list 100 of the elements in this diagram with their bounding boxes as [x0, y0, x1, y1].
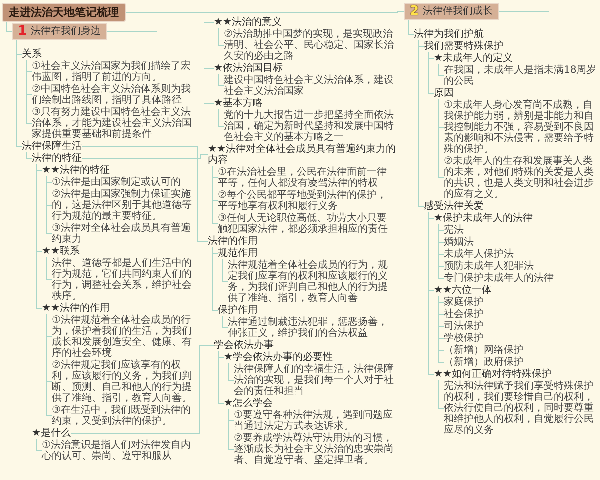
note-text: ②每个公民都平等地受到法律的保护，平等地享有权利和履行义务 — [218, 190, 396, 212]
note-text: ③任何人无论职位高低、功劳大小只要触犯国家法律，都必须承担相应的责任 — [218, 213, 396, 235]
topic-label: ★未成年人的定义 — [434, 53, 513, 64]
note-text: 学校保护 — [444, 333, 484, 344]
topic-label: 法律保障生活 — [22, 141, 82, 152]
note-text: ③只有努力建设中国特色社会主义法治体系，才能为建设社会主义法治国家提供重要基础和前提条件 — [32, 107, 196, 140]
note-text: ①在法治社会里，公民在法律面前一律平等，任何人都没有凌驾法律的特权 — [218, 167, 396, 189]
connector-line — [438, 380, 444, 409]
connector-line — [438, 98, 444, 178]
topic-label: ★是什么 — [32, 428, 71, 439]
topic-label: 法律在我们身边 — [31, 26, 102, 37]
connector-line — [82, 146, 208, 242]
connector-line — [438, 64, 444, 76]
note-text: 未成年人保护法 — [444, 249, 514, 260]
note-text: ②未成年人的生存和发展事关人类的未来，对他们特殊的关爱是人类的共识，也是人类文明和社会进步的应有之义。 — [444, 156, 598, 200]
topic-label: ★★联系 — [42, 246, 80, 257]
connector-line — [126, 11, 404, 13]
note-text: ③法律对全体社会成员具有普遍约束力 — [52, 223, 196, 245]
note-text: ②法律规定我们应该享有的权利，应该履行的义务，为我们判断、预测、自己和他人的行为提供了准绳、指引，教育人向善。 — [52, 360, 196, 404]
note-text: 婚姻法 — [444, 237, 474, 248]
note-text: ①法律规范着全体社会成员的行为，保护着我们的生活，为我们成长和发展创造安全、健康、有序的社会环境 — [52, 315, 196, 359]
note-text: ①法律是由国家制定或认可的 — [52, 177, 181, 188]
topic-label: 学会依法办事 — [214, 340, 274, 351]
connector-line — [46, 256, 52, 280]
note-text: ③在生活中，我们既受到法律的约束，又受到法律的保护。 — [52, 405, 196, 427]
topic-label: 规范作用 — [218, 248, 258, 259]
topic-label: ★依法治国目标 — [214, 63, 283, 74]
note-text: 法律、道德等都是人们生活中的行为规范，它们共同约束人们的行为，调整社会关系，维护社会秩序。 — [52, 258, 196, 302]
note-text: 法律规范着全体社会成员的行为，规定我们应享有的权利和应该履行的义务，为我们评判自己和他人的行为提供了准绳、指引，教育人向善 — [228, 260, 396, 304]
topic-label: ★★六位一体 — [434, 285, 492, 296]
connector-line — [498, 11, 550, 12]
topic-label: 我们需要特殊保护 — [424, 41, 504, 52]
note-text: （新增）网络保护 — [444, 345, 524, 356]
topic-label: ★★如何正确对待特殊保护 — [434, 369, 552, 380]
connector-line — [82, 154, 208, 159]
connector-line — [408, 20, 414, 35]
topic-number: 2 — [410, 5, 420, 18]
connector-line — [438, 296, 444, 363]
connector-line — [438, 224, 444, 279]
note-text: ①未成年人身心发育尚不成熟，自我保护能力弱，辨别是非能力和自我控制能力不强，容易受到不良因素的影响和不法侵害，需要给予特殊的保护。 — [444, 100, 598, 155]
topic-label: 法律为我们护航 — [414, 29, 484, 40]
topic-label: 原因 — [434, 88, 454, 99]
connector-line — [70, 345, 214, 434]
connector-line — [218, 108, 224, 127]
connector-line — [228, 408, 234, 450]
topic-label: ★基本方略 — [214, 98, 263, 109]
connector-line — [222, 316, 228, 328]
connector-line — [36, 164, 42, 309]
connector-line — [26, 60, 32, 124]
note-text: 专门保护未成年人的法律 — [444, 273, 554, 284]
branch-topic — [404, 3, 500, 20]
connector-line — [204, 68, 214, 69]
connector-line — [106, 31, 158, 32]
note-text: 在我国，未成年人是指未满18周岁的公民 — [444, 65, 598, 87]
topic-number: 1 — [18, 25, 28, 38]
note-text: ①法治意识是指人们对法律发自内心的认可、崇尚、遵守和服从 — [42, 440, 196, 462]
connector-line — [218, 350, 224, 404]
topic-label: 感受法律关爱 — [424, 201, 484, 212]
note-text: ②法治助推中国梦的实现，是实现政治清明、社会公平、民心稳定、国家长治久安的必由之路 — [224, 29, 396, 62]
connector-line — [36, 438, 42, 452]
branch-topic — [12, 23, 108, 40]
topic-label: ★学会依法办事的必要性 — [224, 352, 333, 363]
note-text: 家庭保护 — [444, 297, 484, 308]
topic-label: 关系 — [22, 49, 42, 60]
connector-line — [6, 22, 12, 32]
connector-line — [212, 166, 218, 224]
topic-label: ★★法律对全体社会成员具有普遍约束力的内容 — [208, 144, 396, 166]
connector-line — [16, 40, 22, 147]
connector-line — [428, 212, 434, 375]
connector-line — [218, 74, 224, 86]
note-text: 法律保障人们的幸福生活，法律保障法治的实现，是我们每一个人对于社会的责任和担当 — [234, 364, 396, 397]
connector-line — [46, 176, 52, 234]
central-topic: 走进法治天地笔记梳理 — [2, 3, 126, 22]
topic-label: 法律的特征 — [32, 153, 82, 164]
note-text: ②法律是由国家强制力保证实施的，这是法律区别于其他道德等行为规范的最主要特征。 — [52, 189, 196, 222]
connector-line — [218, 28, 224, 46]
note-text: （新增）政府保护 — [444, 357, 524, 368]
note-text: ②要养成学法尊法守法用法的习惯，逐渐成长为社会主义法治的忠实崇尚者、自觉遵守者、坚定捍卫者。 — [234, 433, 396, 466]
note-text: 宪法和法律赋予我们享受特殊保护的权利，我们要珍惜自己的权利，依法行使自己的权利，同时要尊重和维护他人的权利，自觉履行公民应尽的义务 — [444, 381, 598, 436]
note-text: 预防未成年人犯罪法 — [444, 261, 534, 272]
connector-line — [428, 52, 434, 94]
topic-label: 法律的作用 — [208, 236, 258, 247]
connector-line — [418, 40, 424, 207]
topic-label: 法律伴我们成长 — [423, 6, 494, 17]
note-text: 建设中国特色社会主义法治体系，建设社会主义法治国家 — [224, 75, 396, 97]
topic-label: ★★法律的作用 — [42, 303, 110, 314]
note-text: 司法保护 — [444, 321, 484, 332]
connector-line — [228, 362, 234, 381]
note-text: ②中国特色社会主义法治体系则为我们绘制出路线图，指明了具体路径 — [32, 84, 196, 106]
topic-label: ★★法治的意义 — [214, 17, 282, 28]
connector-line — [204, 22, 214, 23]
note-text: 党的十九大报告进一步把坚持全面依法治国，确定为新时代坚持和发展中国特色社会主义的基本方略之一 — [224, 110, 396, 143]
topic-label: ★★法律的特征 — [42, 165, 110, 176]
connector-line — [46, 314, 52, 416]
topic-label: 保护作用 — [218, 305, 258, 316]
topic-label: ★怎么学会 — [224, 398, 273, 409]
note-text: 宪法 — [444, 225, 464, 236]
note-text: ①要遵守各种法律法规，遇到问题应当通过法定方式表达诉求。 — [234, 410, 396, 432]
note-text: 社会保护 — [444, 309, 484, 320]
connector-line — [222, 258, 228, 282]
